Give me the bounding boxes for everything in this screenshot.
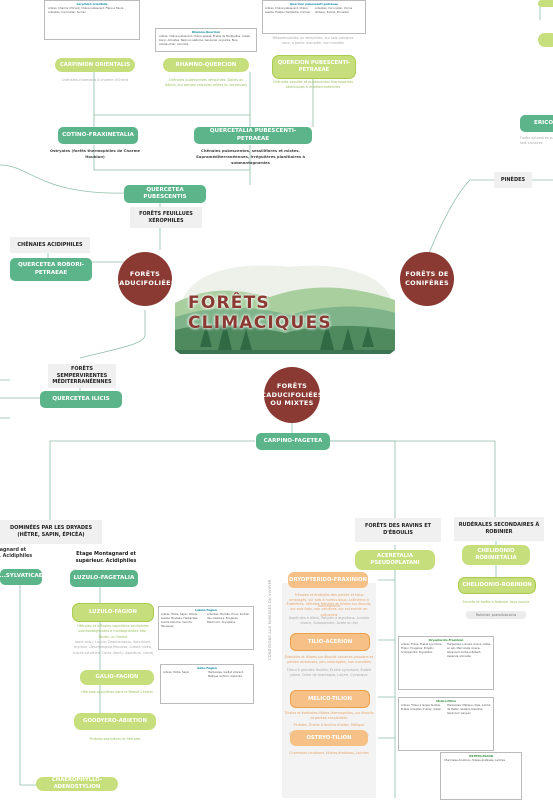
box-forets-ravins[interactable]: FORÊTS DES RAVINS ET D'ÉBOULIS [355,518,441,542]
table-col: Arbres: Tilleul à larges feuilles, Érabl… [401,704,442,712]
table-luzulo-fagion: Luzulo-Fagion Arbres: Hêtre, Sapin, Chên… [158,606,254,650]
note-ostryo: Charmaies-houblons, tiliaies-érablaies, … [289,751,369,755]
table-carpinion: Carpinion orientalis Arbres: Charme d'Or… [44,0,140,40]
node-edge-top[interactable] [538,0,553,7]
vertical-label: CONDITIONS AUX PARESSES DU VIVIFIER [268,579,272,660]
node-carpinion-orientalis[interactable]: CARPINION ORIENTALIS [55,58,135,72]
forest-illustration [175,265,395,354]
node-chelidonio-robinion[interactable]: CHELIDONIO-ROBINION [458,577,536,594]
note-chelidonio: Fourrés et forêts à Robinier faux-acacia [462,600,530,604]
note-melico-2: Pinèdes, Érable à feuilles d'obier, Méli… [293,723,365,727]
node-sylvaticae[interactable]: ...SYLVATICAE [0,569,43,585]
note-tilio-2: Tilleul à grandes feuilles, Érable sycom… [286,668,372,678]
table-header: Quercion pubescenti-petraeae [290,2,338,6]
node-quercetalia-pubescenti[interactable]: QUERCETALIA PUBESCENTI-PETRAEAE [194,127,312,144]
note-cotino: Ostryaies (forêts thermophiles de Charme… [49,148,141,159]
table-col: Arbres: Frêne, Érable sycomore, Tilleul.… [401,643,443,654]
node-luzulo-fagion[interactable]: LUZULO-FAGION [72,603,154,622]
note-melico-1: Tiliaies et érablaies-tiliaies thermophi… [284,711,374,721]
box-dominees-dryades[interactable]: DOMINÉES PAR LES DRYADES (HÊTRE, SAPIN, … [0,520,102,544]
node-chaerophyllo[interactable]: CHAEROPHYLLO-ADENOSTYLION [36,777,118,791]
note-dryopterido-1: Frênaies et érablaies des pentes et talu… [289,593,369,608]
box-forets-feuillues-xerophiles[interactable]: FORÊTS FEUILLUES XÉROPHILES [130,207,202,228]
table-col: Herbacées: Mélique ciliée, Laîche de Hal… [447,704,491,715]
note-galio-fagion: Hêtraies-sapinières dans le Massif Centr… [81,690,153,694]
box-forets-sempervirentes[interactable]: FORÊTS SEMPERVIRENTES MÉDITERRANÉENNES [48,364,116,388]
node-luzulo-fagetalia[interactable]: LUZULO-FAGETALIA [70,570,138,587]
table-header: Dryopterido-Fraxinion [428,638,464,642]
table-quercion-pub: Quercion pubescenti-petraeae Arbres: Chê… [262,0,366,34]
table-col: Arbustes: Myrtille, Houx, Sorbier des oi… [207,613,250,624]
node-tilio-acerion[interactable]: TILIO-ACERION [290,633,370,651]
table-col: Arbres: Hêtre, Sapin, Chêne sessile, Bou… [161,613,199,628]
table-dryopterido: Dryopterido-Fraxinion Arbres: Frêne, Éra… [398,636,494,690]
table-col: Herbacées: Gaillet odorant, Mélique unif… [208,671,244,679]
table-header: Melico-Tilion [436,699,456,703]
note-goodyero: Pinèdes sapinières et hêtraies [89,737,141,741]
note-tilio-1: Érablaies et tiliaies sur éboulis calcai… [284,655,374,665]
node-rhamno-quercion[interactable]: RHAMNO-QUERCION [163,58,249,72]
node-quercetea-pubescentis[interactable]: QUERCETEA PUBESCENTIS [124,185,206,203]
chip-robinier: Robinier pseudoacacia [466,611,526,619]
note-top: Mésoxérophiles ou xérophiles, sur sols c… [272,36,354,46]
hub-forets-caducifoliees[interactable]: FORÊTS CADUCIFOLIÉES [114,252,176,306]
node-quercetea-robori[interactable]: QUERCETEA ROBORI-PETRAEAE [10,258,92,281]
node-ostryo-tilion[interactable]: OSTRYO-TILION [290,730,368,746]
label-montagnard-left: ...tagnard et ...r. Acidiphiles [0,548,33,560]
note-dryopterido-2: Érablières, hêtraies-frênaies et tiliaie… [286,602,372,617]
note-dryopterido-3: Aspérules à tilleul, Polystic à aiguillo… [288,616,370,626]
table-header: Rhamno-Quercion [191,30,221,34]
box-etage-montagnard[interactable]: Etage Montagnard et supérieur. Acidiphil… [70,547,142,569]
note-luzulo-fagion-2: (dont sols): Luzula, Deschampsia, Vaccin… [72,640,154,655]
note-luzulo-fagion-1: Hêtraies et hêtraies-sapinières acidiphi… [77,624,149,639]
node-quercion-pubescenti[interactable]: QUERCION PUBESCENTI-PETRAEAE [272,55,356,79]
table-body: Charmaies-houblons, tiliaies-érablaies, … [444,759,505,763]
node-dryopterido-fraxinion[interactable]: DRYOPTERIDO-FRAXINION [288,572,368,588]
node-erico[interactable]: ERICO- [520,115,553,132]
note-quercetalia: Chênaies pubescentes, sessiliflores et m… [195,148,306,165]
node-galio-fagion[interactable]: GALIO-FAGION [80,670,154,685]
table-body: Arbres: Chêne pubescent, Chêne sessile, … [159,35,251,46]
node-chelidonio-robinietalia[interactable]: CHELIDONIO ROBINIETALIA [462,545,530,565]
table-rhamno: Rhamno-Quercion Arbres: Chêne pubescent,… [155,28,257,52]
table-col: Herbacées: Lunaire vivace, Actée en épi,… [447,643,491,658]
note-rhamno: Chênaies pubescentes xérophiles. Dalles … [165,78,247,88]
node-goodyero-abietion[interactable]: GOODYERO-ABIETION [74,713,156,730]
table-melico: Melico-Tilion Arbres: Tilleul à larges f… [398,697,494,751]
hub-forets-mixtes[interactable]: FORÊTS CADUCIFOLIÉES OU MIXTES [261,367,323,423]
node-cotino-fraxinetalia[interactable]: COTINO-FRAXINETALIA [58,127,138,144]
page-title: FORÊTS CLIMACIQUES [188,293,332,333]
table-col: Arbustes: Cornouiller, Viorne lantane, T… [315,7,353,15]
node-quercetea-ilicis[interactable]: QUERCETEA ILICIS [40,391,122,408]
node-acerion[interactable]: ACERETALIA PSEUDOPLATANI [355,550,435,570]
node-melico-tilion[interactable]: MELICO-TILION [290,690,370,708]
table-header: Galio-Fagion [197,666,217,670]
table-body: Arbres: Charme d'Orient, Chêne pubescent… [48,7,125,15]
table-header: Luzulo-Fagion [195,608,217,612]
node-edge-right[interactable] [538,33,553,47]
note-carpinion: Chênaies-charmaies à charme d'Orient [61,78,129,82]
table-col: Arbres: Chêne pubescent, Chêne sessile, … [265,7,311,15]
note-quercion-pub: Chênaies sessiles et pubescentes thermop… [272,80,354,90]
box-ruderales[interactable]: RUDÉRALES SECONDAIRES À ROBINIER [454,517,544,541]
box-chenaies-acidiphiles[interactable]: CHÊNAIES ACIDIPHILES [10,237,90,253]
table-col: Arbres: Hêtre, Sapin [163,671,190,675]
table-ostryo: OSTRYO-TILION Charmaies-houblons, tiliai… [440,752,522,800]
table-header: Carpinion orientalis [76,2,108,6]
node-carpino-fagetea[interactable]: CARPINO-FAGETEA [256,433,330,450]
hub-forets-coniferes[interactable]: FORÊTS DE CONIFÈRES [400,252,454,306]
note-erico: Forêts sylvestres sur sols calcaires [520,136,553,146]
table-galio-fagion: Galio-Fagion Arbres: Hêtre, Sapin Herbac… [160,664,254,704]
table-header: OSTRYO-TILION [469,754,493,758]
box-pinedes[interactable]: PINÈDES [494,172,532,188]
